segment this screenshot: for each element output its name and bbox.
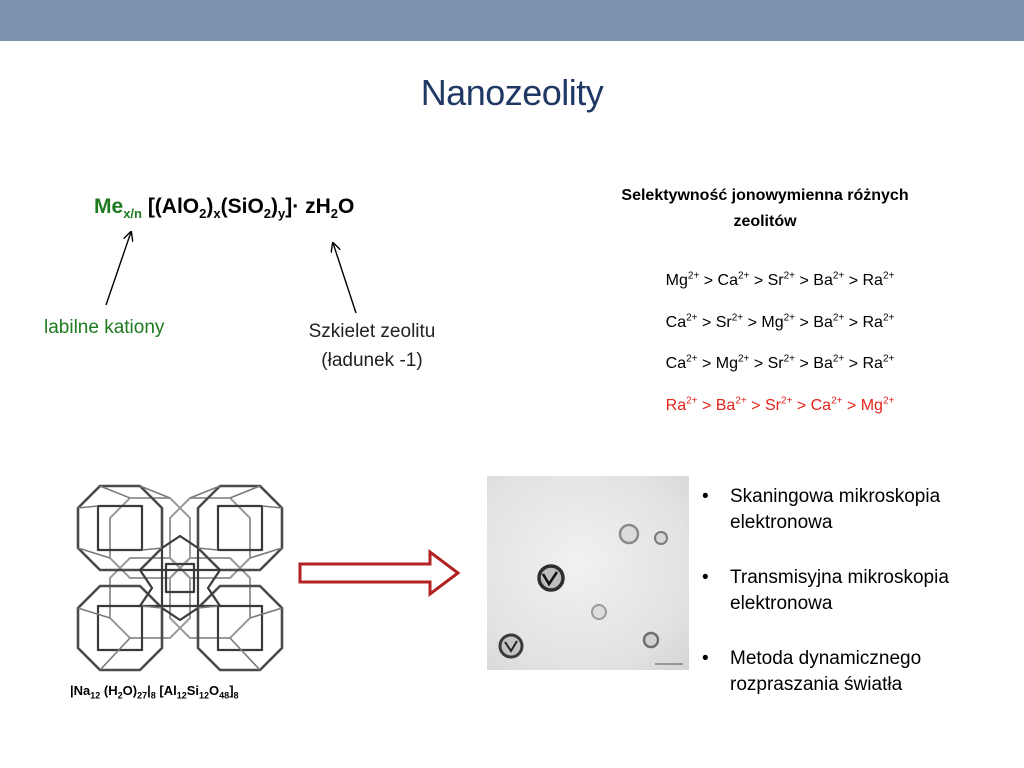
ion-symbol: Ra2+ — [665, 396, 698, 415]
ion-symbol: Mg2+ — [761, 313, 796, 332]
ion-symbol: Sr2+ — [767, 354, 796, 373]
selectivity-heading: Selektywność jonowymienna różnych zeolit… — [621, 187, 909, 230]
zeolite-a-formula: |Na12 (H2O)27|8 [Al12Si12O48]8 — [70, 683, 239, 701]
order-separator: > — [749, 355, 768, 373]
ion-symbol: Mg2+ — [665, 271, 700, 290]
order-separator: > — [697, 355, 716, 373]
ion-symbol: Mg2+ — [715, 354, 750, 373]
order-separator: > — [697, 397, 716, 415]
order-separator: > — [795, 355, 814, 373]
right-arrow-icon — [298, 549, 461, 597]
ion-symbol: Ca2+ — [665, 313, 698, 332]
ion-symbol: Ra2+ — [862, 313, 895, 332]
order-separator: > — [749, 272, 768, 290]
list-item: Metoda dynamicznego rozpraszania światła — [702, 646, 1012, 698]
order-separator: > — [842, 397, 861, 415]
ion-symbol: Sr2+ — [764, 396, 793, 415]
order-separator: > — [792, 397, 811, 415]
ion-symbol: Sr2+ — [715, 313, 744, 332]
order-separator: > — [844, 272, 863, 290]
ion-symbol: Ba2+ — [813, 271, 845, 290]
order-separator: > — [746, 397, 765, 415]
list-item: Skaningowa mikroskopia elektronowa — [702, 484, 1012, 536]
ion-symbol: Ra2+ — [862, 354, 895, 373]
selectivity-series-4: Ra2+ > Ba2+ > Sr2+ > Ca2+ > Mg2+ — [580, 396, 980, 415]
order-separator: > — [844, 355, 863, 373]
order-separator: > — [697, 314, 716, 332]
ion-symbol: Sr2+ — [767, 271, 796, 290]
zeolite-framework-model — [76, 484, 284, 672]
selectivity-series-2: Ca2+ > Sr2+ > Mg2+ > Ba2+ > Ra2+ — [580, 313, 980, 332]
cation-pointer-arrow — [105, 232, 131, 306]
selectivity-series-3: Ca2+ > Mg2+ > Sr2+ > Ba2+ > Ra2+ — [580, 354, 980, 373]
methods-list: Skaningowa mikroskopia elektronowa Trans… — [702, 484, 1012, 727]
label-labile-cations: labilne kationy — [44, 317, 165, 338]
selectivity-series-1: Mg2+ > Ca2+ > Sr2+ > Ba2+ > Ra2+ — [580, 271, 980, 290]
order-separator: > — [743, 314, 762, 332]
order-separator: > — [795, 314, 814, 332]
ion-symbol: Ba2+ — [813, 313, 845, 332]
order-separator: > — [699, 272, 718, 290]
top-bar — [0, 0, 1024, 41]
order-separator: > — [795, 272, 814, 290]
ion-symbol: Mg2+ — [860, 396, 895, 415]
ion-symbol: Ba2+ — [715, 396, 747, 415]
ion-symbol: Ba2+ — [813, 354, 845, 373]
cation-symbol: Mex/n — [94, 195, 142, 222]
tem-micrograph — [487, 476, 689, 670]
framework-pointer-arrow — [333, 243, 357, 314]
ion-symbol: Ca2+ — [810, 396, 843, 415]
nanoparticle-image — [498, 523, 683, 665]
ion-symbol: Ra2+ — [862, 271, 895, 290]
list-item: Transmisyjna mikroskopia elektronowa — [702, 565, 1012, 617]
slide-title: Nanozeolity — [420, 72, 604, 113]
order-separator: > — [844, 314, 863, 332]
ion-symbol: Ca2+ — [717, 271, 750, 290]
zeolite-formula: Mex/n [(AlO2)x(SiO2)y]· zH2O — [94, 195, 355, 222]
label-zeolite-framework: Szkielet zeolitu (ładunek -1) — [308, 321, 436, 371]
ion-symbol: Ca2+ — [665, 354, 698, 373]
